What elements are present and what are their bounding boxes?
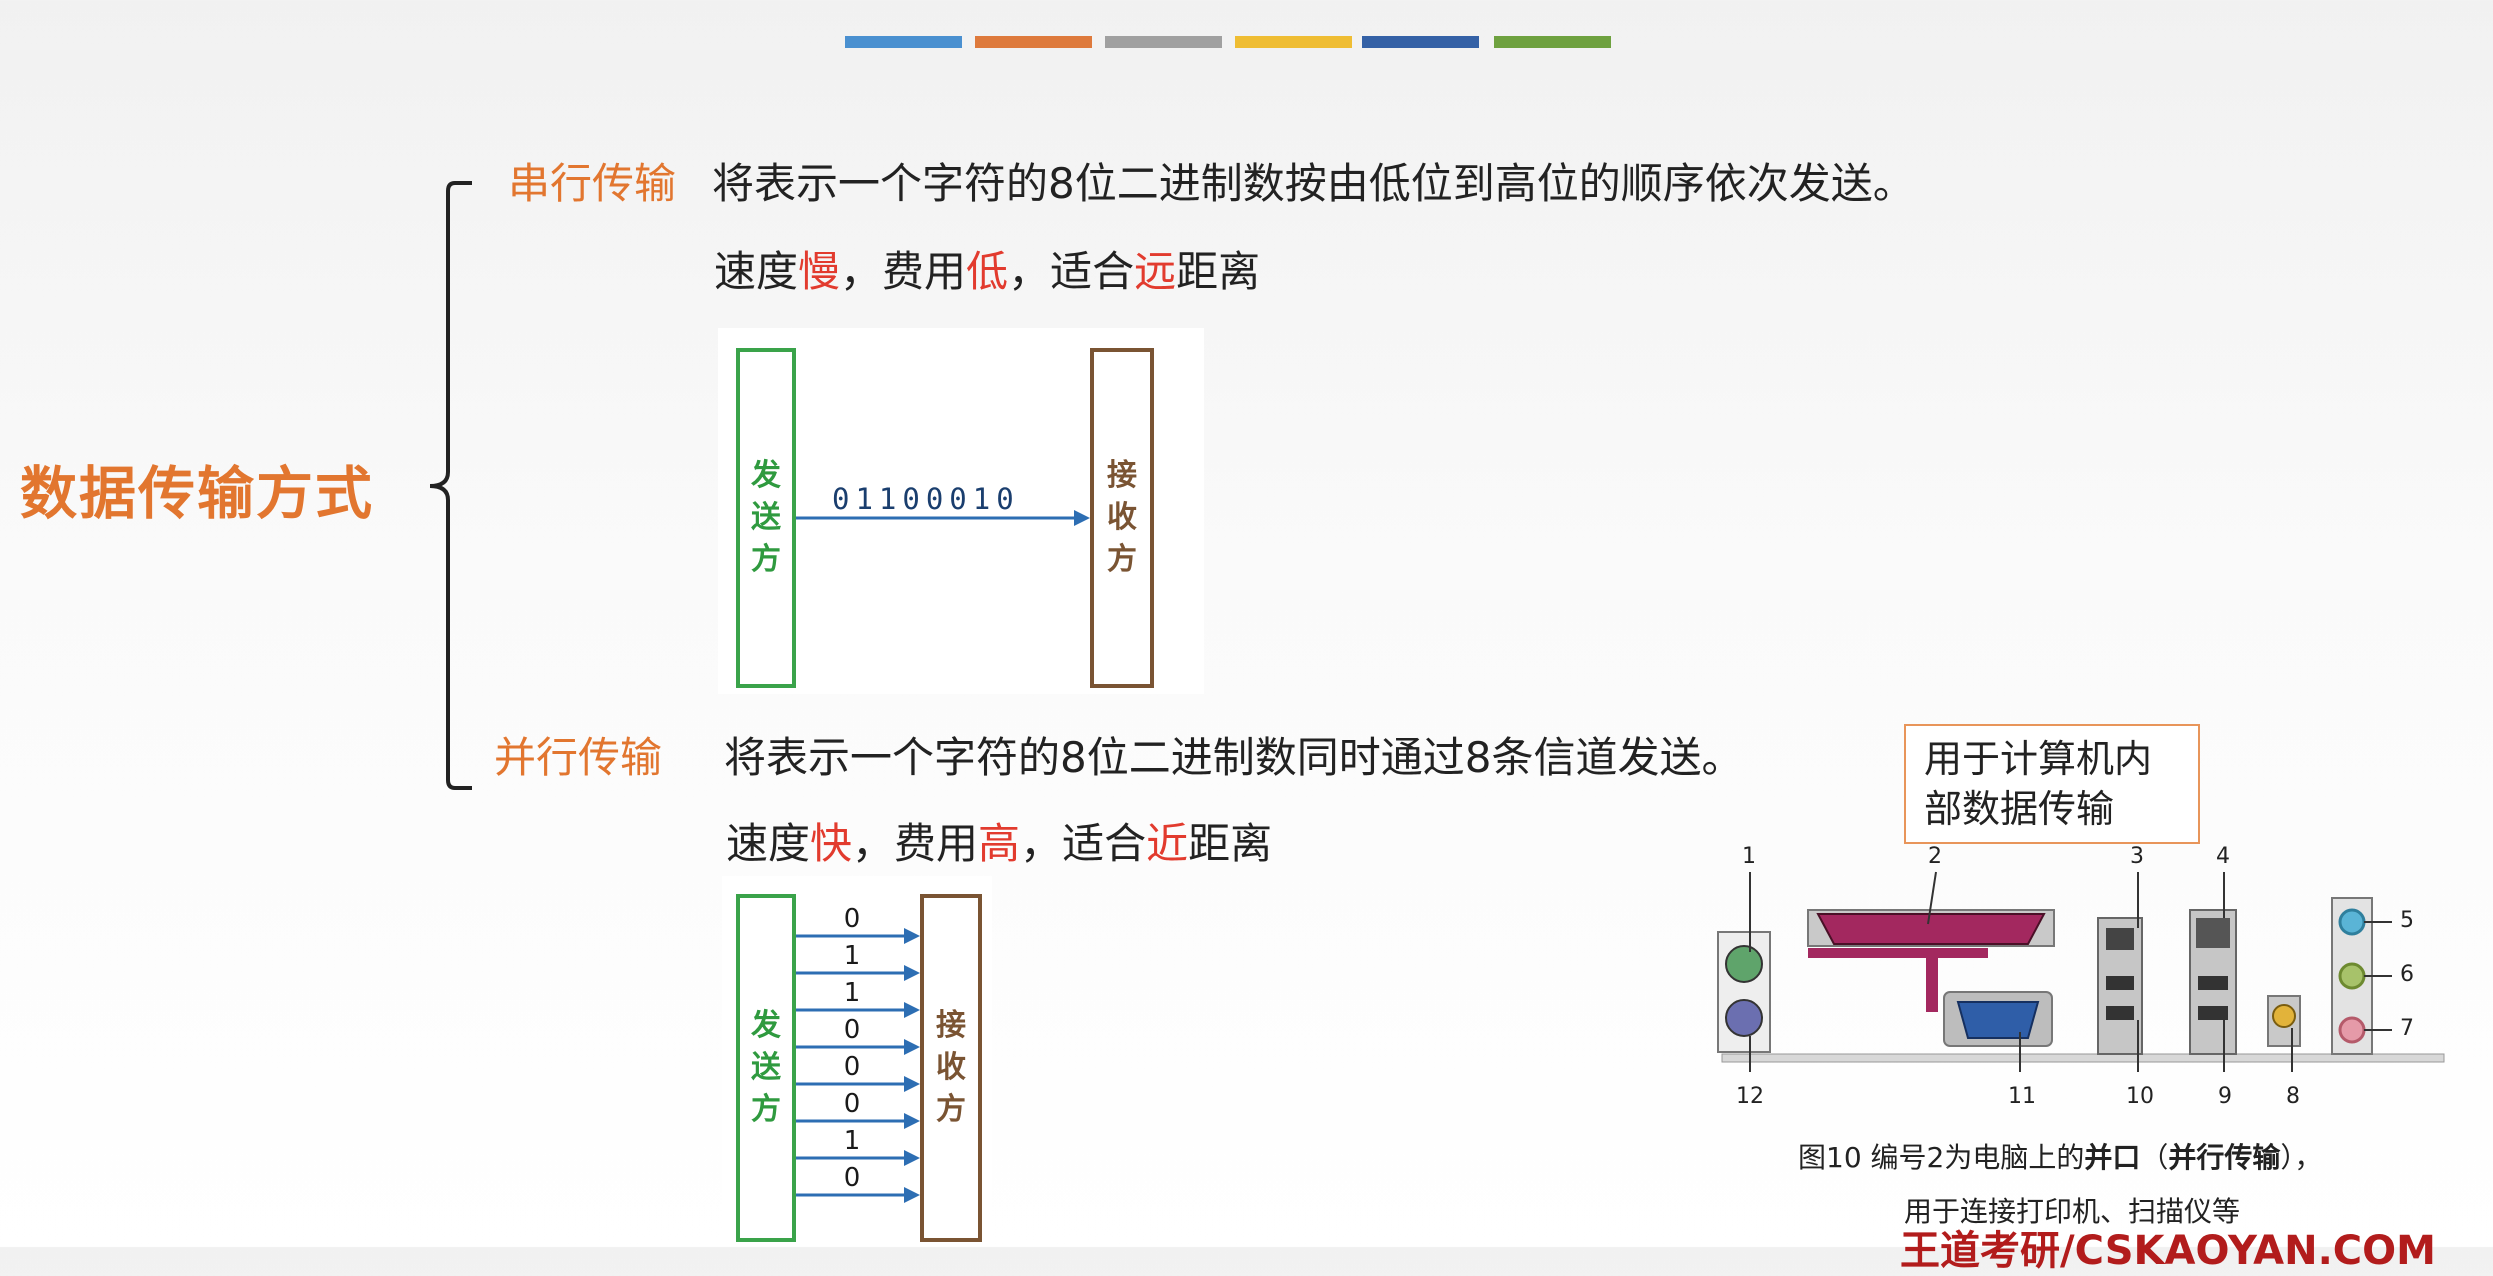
sender-label: 发送方 [751,1008,781,1127]
computer-back-panel: 1 2 3 4 5 6 7 12 11 10 9 8 [1712,844,2452,1109]
color-segment [1235,36,1352,48]
callout-box: 用于计算机内部数据传输 [1904,724,2200,844]
distance-suffix: 距离 [1188,819,1273,868]
parallel-channels [796,928,920,1203]
serial-bitstream: 01100010 [832,482,1020,516]
color-segment [1494,36,1611,48]
ps2-ports-icon [1717,931,1771,1053]
speed-label: 速度 [726,819,811,868]
serial-diagram: 发送方 接收方 01100010 [718,328,1204,694]
port-number: 3 [2130,844,2144,869]
port-number: 11 [2008,1084,2036,1109]
decorative-color-bar [0,0,2493,60]
port-number: 5 [2400,908,2414,933]
port-number: 10 [2126,1084,2154,1109]
port-number: 8 [2286,1084,2300,1109]
parallel-term: 并行传输 [494,733,663,782]
channel-bit: 1 [843,978,861,1008]
distance-suffix: 距离 [1176,247,1261,296]
speed-value: 快 [810,819,853,868]
vga-port-icon [1943,991,2053,1047]
channel-arrowhead [904,1187,920,1203]
serial-arrow [796,510,1090,526]
port-number: 12 [1736,1084,1764,1109]
channel-arrowhead [904,928,920,944]
channel-arrowhead [904,1039,920,1055]
sender-label: 发送方 [751,458,781,577]
caption-bold-transfer: 并行传输 [2168,1141,2281,1174]
figure-caption-line2: 用于连接打印机、扫描仪等 [1904,1195,2241,1228]
caption-suffix: ）， [2280,1141,2323,1174]
channel-arrowhead [904,1002,920,1018]
port-number: 9 [2218,1084,2232,1109]
channel-bit: 0 [843,1015,861,1045]
serial-properties: 速度慢，费用低，适合远距离 [714,238,1260,299]
port-number: 1 [1742,844,1756,869]
figure-caption: 图10 编号2为电脑上的并口（并行传输）， [1798,1136,2322,1176]
channel-arrowhead [904,1076,920,1092]
parallel-description: 将表示一个字符的8位二进制数同时通过8条信道发送。 [724,733,1744,782]
speed-value: 慢 [798,247,841,296]
channel-bit: 0 [843,1163,861,1193]
watermark: 王道考研/CSKAOYAN.COM [1900,1228,2436,1274]
receiver-label: 接收方 [1107,458,1137,577]
caption-prefix: 图10 编号2为电脑上的 [1798,1141,2085,1174]
cost-value: 高 [978,819,1021,868]
channel-bit: 0 [843,1052,861,1082]
color-segment [1362,36,1479,48]
caption-paren-open: （ [2140,1141,2169,1174]
distance-value: 远 [1134,247,1177,296]
distance-label: ，适合 [1008,247,1135,296]
usb-stack-icon [2097,917,2143,1055]
channel-bit: 0 [843,1089,861,1119]
receiver-label: 接收方 [936,1008,966,1127]
caption-bold-port: 并口 [2084,1141,2141,1174]
cost-value: 低 [966,247,1009,296]
channel-arrowhead [904,1113,920,1129]
serial-description: 将表示一个字符的8位二进制数按由低位到高位的顺序依次发送。 [712,159,1915,208]
serial-term: 串行传输 [508,159,677,208]
parallel-properties: 速度快，费用高，适合近距离 [726,810,1272,871]
port-number: 4 [2216,844,2230,869]
cost-label: ，费用 [852,819,979,868]
port-number: 6 [2400,962,2414,987]
parallel-diagram: 发送方 接收方 0 1 1 0 0 0 1 0 [722,876,992,1244]
receiver-box: 接收方 [1090,348,1154,688]
channel-bit: 1 [843,1126,861,1156]
curly-brace [429,181,472,790]
channel-bit: 1 [843,941,861,971]
main-title: 数据传输方式 [20,461,374,527]
color-segment [975,36,1092,48]
parallel-port-icon [1807,909,2055,1012]
cost-label: ，费用 [840,247,967,296]
color-segment [845,36,962,48]
channel-arrowhead [904,1150,920,1166]
sender-box: 发送方 [736,348,796,688]
coax-port-icon [2267,995,2301,1047]
channel-arrowhead [904,965,920,981]
speed-label: 速度 [714,247,799,296]
color-segment [1105,36,1222,48]
io-panel-illustration [1717,871,2445,1072]
lan-usb-stack-icon [2189,909,2237,1055]
sender-box: 发送方 [736,894,796,1242]
distance-label: ，适合 [1020,819,1147,868]
channel-bit: 0 [843,904,861,934]
distance-value: 近 [1146,819,1189,868]
port-number: 2 [1928,844,1942,869]
port-number: 7 [2400,1016,2414,1041]
receiver-box: 接收方 [920,894,982,1242]
